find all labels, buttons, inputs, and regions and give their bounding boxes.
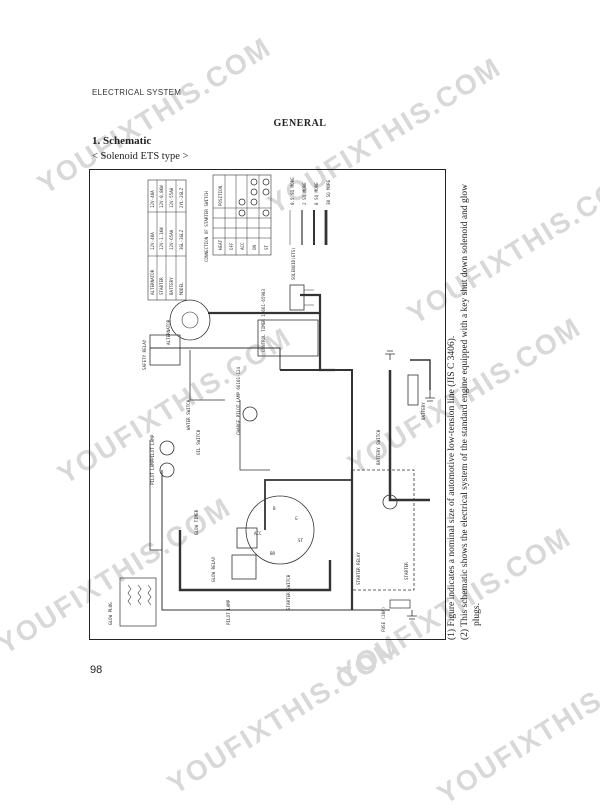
wire-legend-2: 2 SQ MORE (302, 182, 307, 205)
watermark: YOUFIXTHIS.COM (431, 641, 600, 811)
spec-model-a: 3GL-3GLZ (179, 229, 184, 250)
switch-table-title: CONNECTION OF STARTER SWITCH (204, 191, 209, 262)
solenoid-label: SOLENOID(ETS) (291, 247, 296, 280)
note-1: (1) Figure indicates a nominal size of a… (447, 335, 457, 640)
switch-pos-3: ACC (240, 242, 245, 250)
wire-legend (289, 210, 328, 245)
starter-label: STARTER (404, 562, 409, 580)
note-2: (2) This schematic shows the electrical … (459, 184, 483, 640)
pilot-lamp-water-symbol (159, 462, 175, 478)
glow-lamp-label: PILOT LAMP (226, 599, 231, 625)
spec-table (147, 179, 187, 301)
battery-switch-label: BATTERY SWITCH (376, 429, 381, 465)
terminal-acc: ACC (254, 531, 262, 536)
charge-lamp-symbol (242, 406, 258, 422)
section-subheading: < Solenoid ETS type > (92, 151, 189, 162)
glow-relay-label: GLOW RELAY (211, 556, 216, 582)
spec-battery-a: 12V-65AH (169, 229, 174, 250)
switch-pos-5: ST (264, 244, 269, 250)
battery-label: BATTERY (421, 402, 426, 420)
alternator-symbol (169, 299, 211, 341)
starter-motor-symbol (382, 494, 398, 510)
terminal-st: ST (298, 538, 304, 543)
spec-battery-b: 12V-55AH (169, 187, 174, 208)
spec-model-b: 2YL-2GLZ (179, 187, 184, 208)
page-title: GENERAL (273, 118, 327, 129)
starter-box (351, 469, 415, 591)
spec-model-label: MODEL (179, 282, 184, 295)
control-timer-box (257, 319, 319, 357)
terminal-b: B (273, 506, 276, 511)
water-switch-label: WATER SWITCH (186, 399, 191, 430)
footnotes: (1) Figure indicates a nominal size of a… (446, 180, 484, 640)
alternator-label: ALTERNATOR (166, 319, 171, 345)
control-timer-label: CONTROL TIMER 15661-65983 (261, 288, 266, 352)
spec-starter-label: STARTER (159, 277, 164, 295)
page-number: 98 (90, 664, 103, 676)
schematic-svg: MODEL 3GL-3GLZ 2YL-2GLZ BATTERY 12V-65AH… (108, 174, 435, 632)
glow-timer-box (236, 527, 258, 549)
terminal-br: BR (270, 551, 276, 556)
schematic-diagram: MODEL 3GL-3GLZ 2YL-2GLZ BATTERY 12V-65AH… (89, 169, 446, 640)
switch-pos-4: ON (252, 244, 257, 250)
section-heading: 1. Schematic (92, 135, 152, 147)
pilot-lamp-water-label: PILOT LAMP (150, 459, 155, 485)
switch-pos-2: OFF (229, 242, 234, 250)
starter-relay-label: STARTER RELAY (356, 552, 361, 585)
fuse-symbol (389, 599, 411, 609)
glow-plugs (119, 577, 157, 627)
switch-head-pos: POSITION (218, 185, 223, 206)
pilot-lamp-oil-label: PILOT LAMP (150, 434, 155, 460)
spec-starter-b: 12V-0.8KW (159, 185, 164, 208)
wire-legend-4: 30 SQ MORE (326, 179, 331, 205)
switch-pos-1: HEAT (218, 239, 223, 250)
oil-switch-label: OIL SWITCH (196, 429, 201, 455)
starter-switch-label: STARTER SWITCH (286, 574, 291, 610)
spec-starter-a: 12V-1.1KW (159, 227, 164, 250)
starter-switch-symbol (245, 495, 315, 565)
glow-relay-box (231, 554, 257, 580)
safety-relay-box (149, 334, 181, 366)
safety-relay-label: SAFETY RELAY (142, 339, 147, 370)
spec-alternator-label: ALTERNATOR (150, 269, 155, 295)
watermark: YOUFIXTHIS.COM (161, 631, 407, 801)
glow-plug-label: GLOW PLUG (108, 602, 113, 625)
solenoid-symbol (289, 284, 305, 311)
glow-timer-label: GLOW TIMER (194, 509, 199, 535)
wire-legend-1: 0.5 SQ MORE (290, 177, 295, 205)
spec-alternator-b: 12V-40A (150, 190, 155, 208)
battery-symbol (407, 374, 419, 406)
terminal-g: G (295, 516, 298, 521)
spec-battery-label: BATTERY (169, 277, 174, 295)
fuse-label: FUSE (20A) (381, 607, 386, 632)
switch-table (212, 174, 272, 256)
spec-alternator-a: 12V-40A (150, 232, 155, 250)
charge-lamp-label: CHARGE PILOT LAMP 66101-124 (236, 366, 241, 435)
pilot-lamp-oil-symbol (159, 440, 175, 456)
section-header: ELECTRICAL SYSTEM (92, 88, 182, 97)
wire-legend-3: 8 SQ MORE (314, 182, 319, 205)
